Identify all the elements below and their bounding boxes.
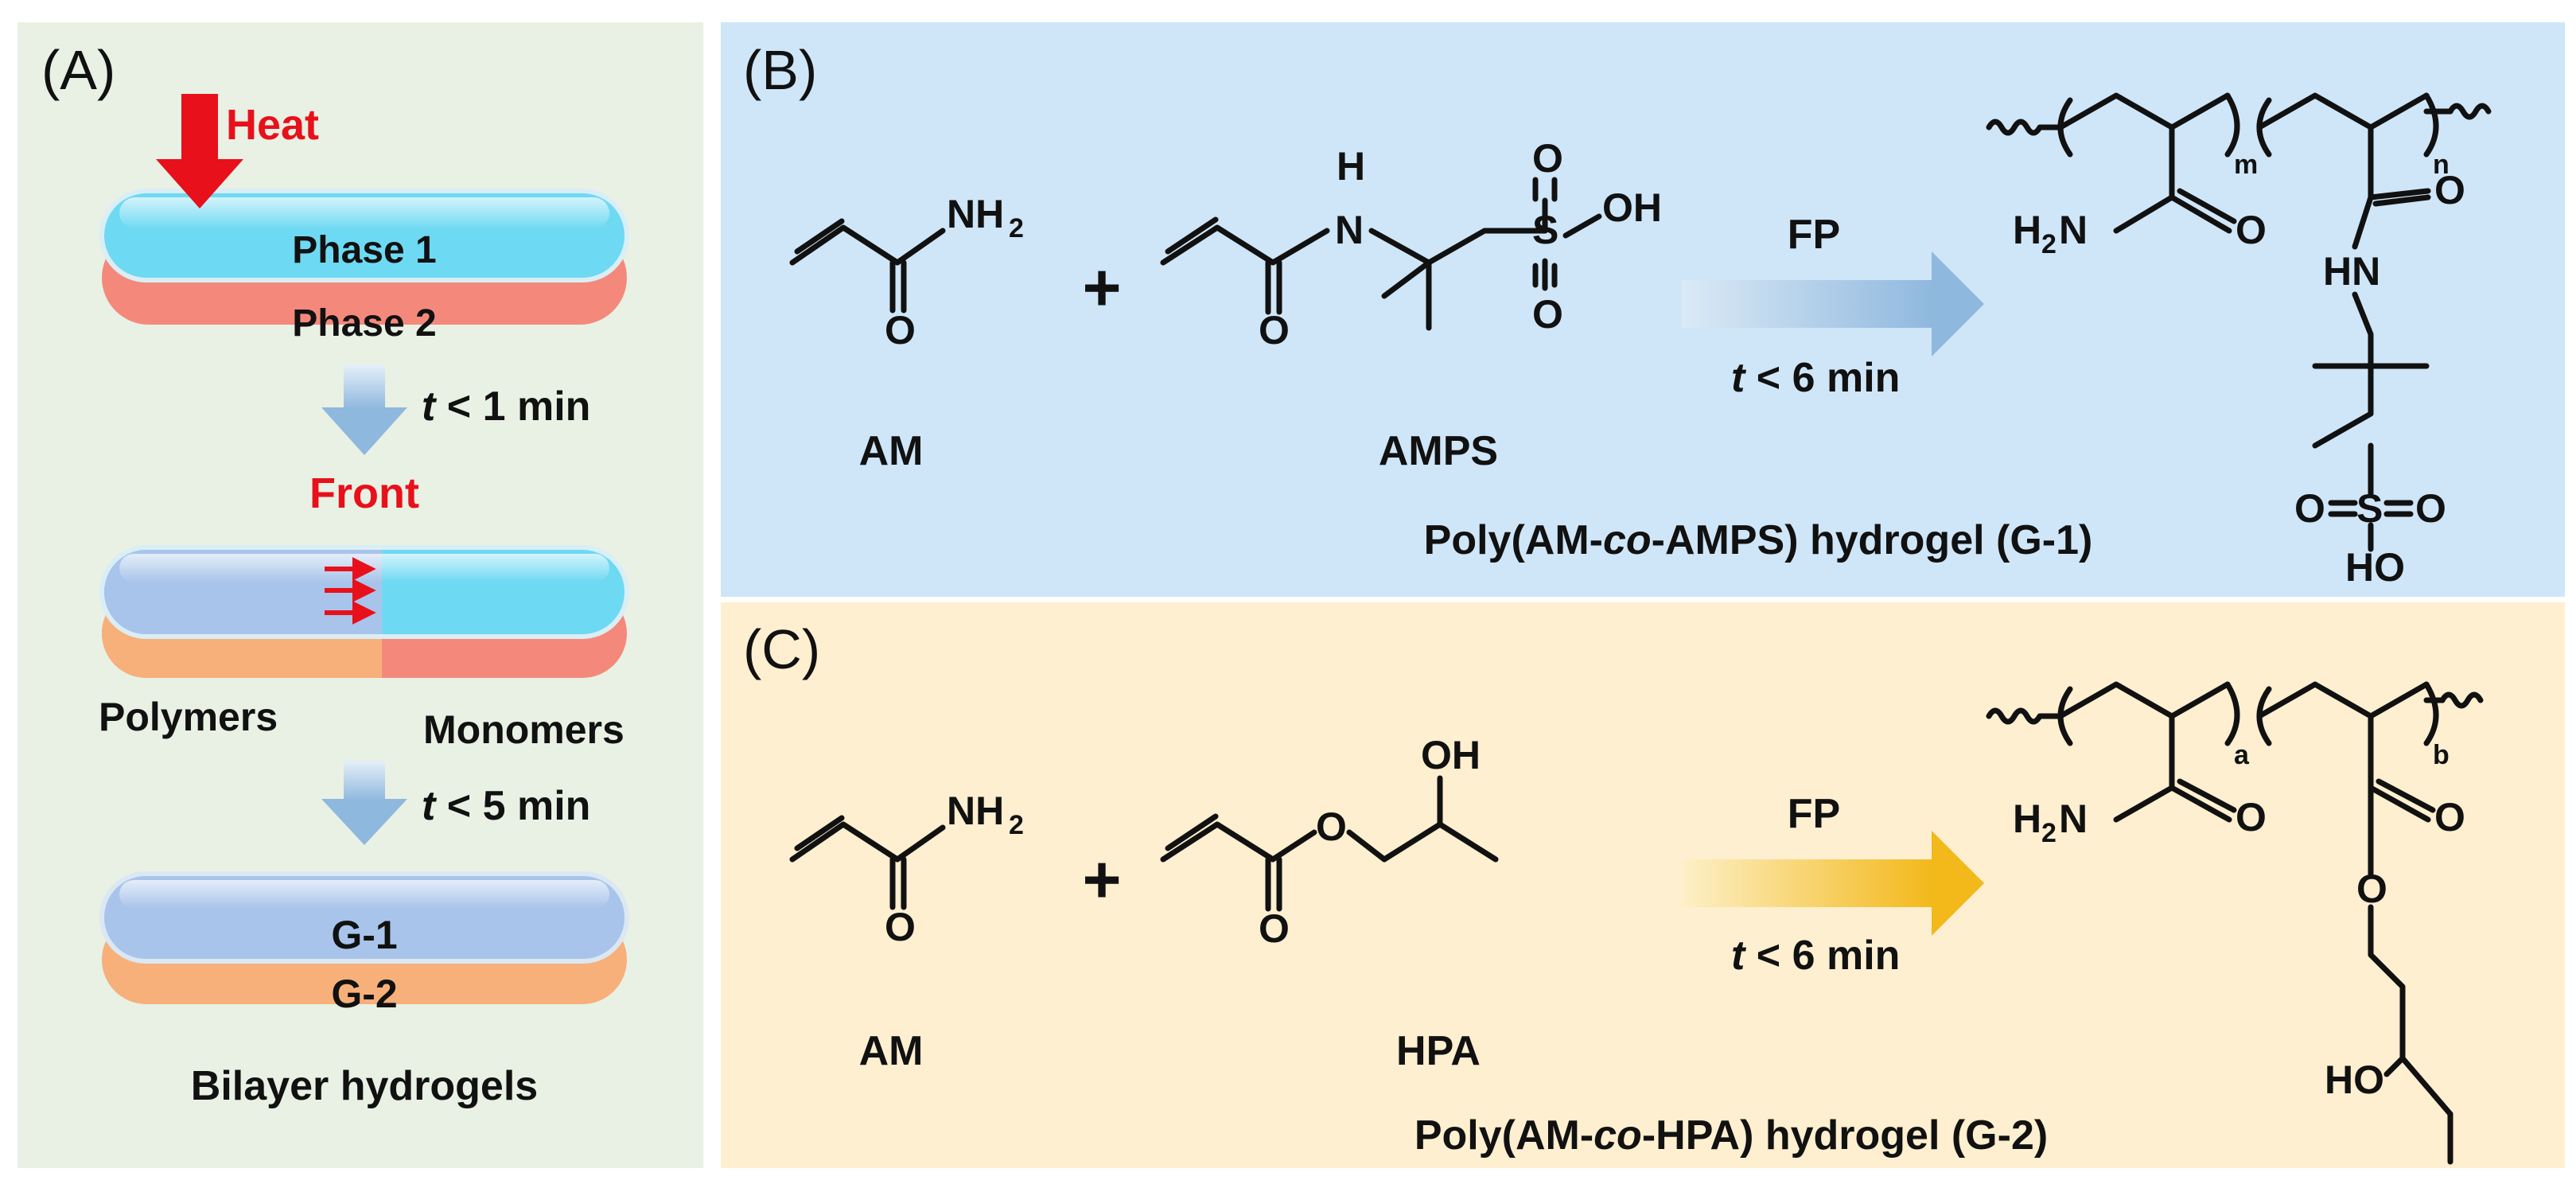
svg-text:HO: HO — [2345, 545, 2405, 590]
svg-text:2: 2 — [2041, 229, 2057, 259]
svg-text:NH: NH — [947, 192, 1004, 236]
panel-c-letter: (C) — [743, 618, 820, 680]
svg-text:S: S — [1532, 208, 1558, 252]
dish-propagating — [99, 545, 629, 678]
heat-arrow — [156, 94, 243, 208]
phase2-label: Phase 2 — [292, 302, 436, 345]
step2-time: t < 5 min — [422, 783, 590, 829]
g2-label: G-2 — [331, 972, 397, 1016]
svg-text:a: a — [2234, 740, 2250, 770]
svg-text:O: O — [885, 308, 916, 353]
svg-text:O: O — [1316, 804, 1347, 849]
front-label: Front — [309, 469, 419, 517]
dish-initial — [99, 189, 629, 325]
am-name-b: AM — [859, 428, 924, 474]
svg-text:O: O — [1532, 136, 1563, 181]
step1-time: t < 1 min — [422, 384, 590, 430]
svg-text:O: O — [2434, 795, 2465, 839]
am-name-c: AM — [859, 1028, 924, 1074]
svg-text:O: O — [1259, 308, 1290, 353]
svg-text:m: m — [2234, 150, 2258, 180]
svg-text:H: H — [1337, 144, 1365, 189]
svg-text:2: 2 — [2041, 818, 2057, 848]
g1-label: G-1 — [331, 913, 397, 957]
panel-b-letter: (B) — [743, 39, 817, 101]
svg-text:b: b — [2433, 740, 2450, 770]
heat-label: Heat — [226, 101, 319, 149]
panel-a-letter: (A) — [41, 39, 115, 101]
svg-text:2: 2 — [1009, 213, 1024, 243]
product-structure-b: m n O O H 2 N HN S O O HO — [1986, 92, 2492, 590]
svg-text:O: O — [2236, 208, 2267, 252]
arrow-label-b: FP — [1788, 212, 1840, 258]
svg-text:H: H — [2013, 208, 2041, 252]
phase1-label: Phase 1 — [292, 229, 436, 271]
plus-c: + — [1082, 842, 1121, 917]
panel-b-background — [721, 22, 2565, 597]
arrow-time-c: t < 6 min — [1731, 933, 1900, 979]
hpa-name: HPA — [1396, 1028, 1481, 1074]
down-arrow-1 — [321, 364, 407, 455]
product-caption-c: Poly(AM-co-HPA) hydrogel (G-2) — [1414, 1112, 2048, 1159]
panel-a: (A) Heat Phase 1 Phase 2 t < 1 min Front — [41, 39, 629, 1109]
front-arrows — [325, 557, 376, 625]
svg-text:N: N — [2059, 208, 2088, 252]
svg-text:NH: NH — [947, 789, 1004, 833]
monomers-label: Monomers — [423, 707, 625, 752]
svg-text:O: O — [2415, 486, 2446, 531]
polymers-label: Polymers — [99, 695, 278, 739]
svg-text:N: N — [1335, 208, 1364, 252]
svg-text:O: O — [1532, 292, 1563, 337]
panel-b: (B) NH 2 O AM + N H O S O — [743, 39, 2492, 590]
amps-name: AMPS — [1379, 428, 1498, 474]
svg-text:O: O — [885, 905, 916, 949]
amps-structure: N H O S O O OH — [1160, 136, 1662, 353]
arrow-label-c: FP — [1788, 791, 1840, 837]
svg-text:n: n — [2433, 150, 2450, 180]
arrow-time-b: t < 6 min — [1731, 355, 1900, 401]
product-caption-b: Poly(AM-co-AMPS) hydrogel (G-1) — [1424, 517, 2093, 563]
hpa-structure: O O OH — [1160, 733, 1499, 951]
down-arrow-2 — [321, 761, 407, 845]
dish-bilayer — [99, 871, 629, 1004]
svg-text:O: O — [2356, 867, 2387, 911]
am-structure-b: NH 2 O — [789, 192, 1024, 353]
plus-b: + — [1082, 250, 1121, 325]
svg-text:HO: HO — [2325, 1058, 2384, 1102]
svg-text:H: H — [2013, 797, 2041, 841]
panel-c: (C) NH 2 O AM + O O OH HPA FP — [743, 618, 2484, 1165]
svg-text:S: S — [2356, 486, 2383, 531]
svg-text:2: 2 — [1009, 810, 1024, 840]
svg-text:HN: HN — [2323, 249, 2380, 294]
svg-text:N: N — [2059, 797, 2088, 841]
bilayer-caption: Bilayer hydrogels — [191, 1063, 538, 1109]
product-structure-c: a b O O H 2 N O HO — [1986, 681, 2484, 1165]
svg-text:O: O — [2236, 795, 2267, 839]
panel-c-background — [721, 602, 2565, 1168]
reaction-arrow-b — [1682, 251, 1984, 356]
am-structure-c: NH 2 O — [789, 789, 1024, 949]
svg-text:O: O — [2294, 486, 2325, 531]
svg-text:OH: OH — [1602, 185, 1662, 230]
reaction-arrow-c — [1682, 831, 1984, 936]
svg-text:OH: OH — [1421, 733, 1481, 777]
svg-text:O: O — [1259, 906, 1290, 951]
svg-text:O: O — [2434, 168, 2465, 212]
